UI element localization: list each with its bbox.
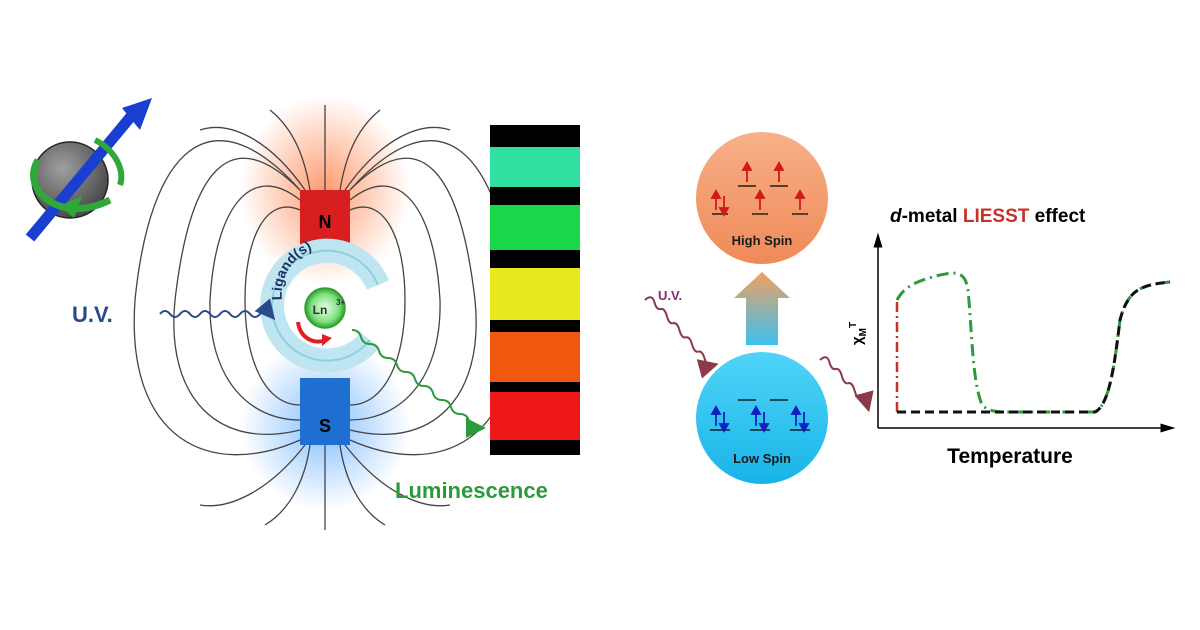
spin-axis-arrow bbox=[25, 104, 143, 242]
ion-charge: 3+ bbox=[336, 298, 345, 307]
uv-label-right: U.V. bbox=[658, 288, 682, 303]
low-spin-electrons bbox=[710, 405, 810, 433]
spectrum-band-orange bbox=[490, 332, 580, 382]
emission-spectrum bbox=[490, 125, 580, 455]
spectrum-band-yellow bbox=[490, 268, 580, 320]
south-pole-label: S bbox=[319, 416, 331, 436]
magnetic-field-lines bbox=[133, 105, 517, 530]
thermal-relaxation-curve bbox=[895, 271, 1171, 414]
south-pole bbox=[300, 378, 350, 445]
low-spin-circle bbox=[696, 352, 828, 484]
high-spin-label: High Spin bbox=[732, 233, 793, 248]
energy-transfer-arrowhead bbox=[322, 334, 332, 346]
spectrum-band-cyan-green bbox=[490, 147, 580, 187]
high-spin-electrons bbox=[710, 161, 806, 217]
electron-spin-icon bbox=[25, 98, 152, 242]
x-axis-label: Temperature bbox=[947, 445, 1073, 468]
spectrum-band-red bbox=[490, 392, 580, 440]
uv-wave-arrow-right bbox=[644, 296, 719, 379]
luminescence-wave-arrow bbox=[351, 329, 486, 438]
spin-transition-arrow bbox=[734, 272, 790, 345]
low-spin-orbitals bbox=[710, 399, 810, 431]
uv-wave-arrow-left bbox=[159, 298, 276, 321]
spin-arrowhead bbox=[122, 98, 152, 130]
spin-rotation-arrow bbox=[30, 158, 112, 213]
spin-rotation-arrow-back bbox=[93, 137, 125, 186]
right-panel: High Spin Low Spin U.V. d-metal LIESST e… bbox=[644, 132, 1176, 484]
spectrum-band-green bbox=[490, 205, 580, 250]
north-pole-label: N bbox=[319, 212, 332, 232]
luminescence-label: Luminescence bbox=[395, 478, 548, 503]
lanthanide-ion bbox=[304, 287, 346, 329]
ligand-ring-outline bbox=[271, 249, 379, 362]
liesst-title: d-metal LIESST effect bbox=[890, 206, 1086, 227]
low-spin-label: Low Spin bbox=[733, 451, 791, 466]
uv-label-left: U.V. bbox=[72, 302, 113, 327]
spin-rotation-arrowhead bbox=[60, 196, 82, 218]
uv-wave-arrow-graph bbox=[819, 356, 874, 413]
thermal-spin-crossover-curve bbox=[897, 280, 1171, 414]
ion-label: Ln bbox=[313, 303, 328, 317]
left-panel: N S Ligand(s) Ln 3+ U.V. Luminescence bbox=[25, 95, 580, 530]
y-axis-label: χMT bbox=[848, 322, 869, 345]
